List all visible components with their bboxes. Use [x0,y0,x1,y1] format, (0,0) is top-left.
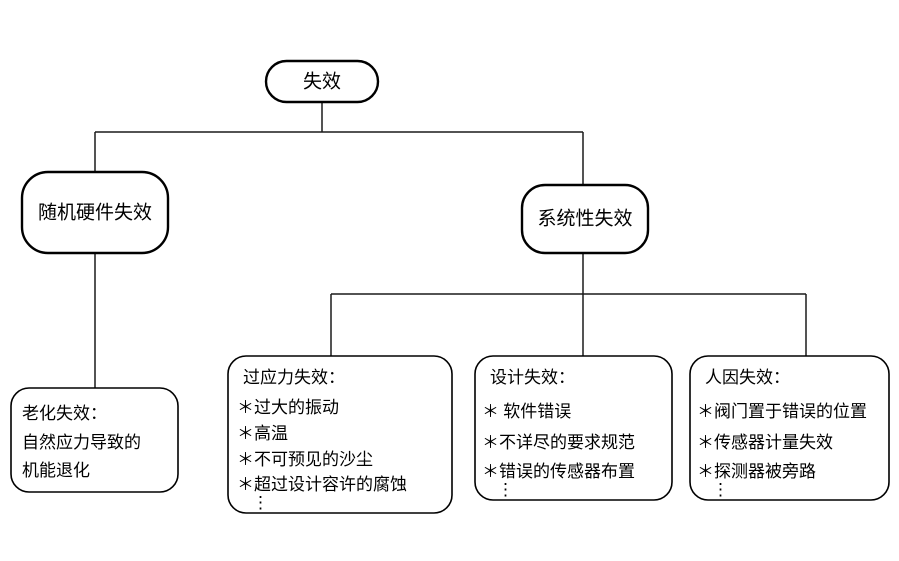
design-failure-shape [474,355,673,501]
overstress-failure-bullet-2: ＊高温 [237,424,288,443]
aging-failure-shape [10,387,179,493]
aging-failure-line-2: 机能退化 [22,461,90,480]
human-factor-failure-bullet-2: ＊传感器计量失效 [697,433,833,452]
design-failure-bullet-3: ＊错误的传感器布置 [482,462,635,481]
root-failure-label: 失效 [303,70,341,92]
overstress-failure-bullet-1: ＊过大的振动 [237,398,339,417]
overstress-failure-shape [227,355,453,514]
overstress-failure-heading: 过应力失效： [243,368,345,387]
aging-failure-line-1: 自然应力导致的 [22,433,141,452]
design-failure-ellipsis: ⋮ [497,480,514,499]
random-hardware-failure-label: 随机硬件失效 [38,201,152,223]
overstress-failure-bullet-4: ＊超过设计容许的腐蚀 [237,475,407,494]
root-failure-shape [264,59,380,104]
node-design-failure[interactable]: 设计失效： ＊ 软件错误 ＊不详尽的要求规范 ＊错误的传感器布置 ⋮ [474,355,673,501]
node-random-hardware-failure[interactable]: 随机硬件失效 [20,170,170,255]
node-overstress-failure[interactable]: 过应力失效： ＊过大的振动 ＊高温 ＊不可预见的沙尘 ＊超过设计容许的腐蚀 ⋮ [227,355,453,514]
node-aging-failure[interactable]: 老化失效： 自然应力导致的 机能退化 [10,387,179,493]
node-human-factor-failure[interactable]: 人因失效： ＊阀门置于错误的位置 ＊传感器计量失效 ＊探测器被旁路 ⋮ [689,355,890,501]
design-failure-bullet-2: ＊不详尽的要求规范 [482,433,635,452]
overstress-failure-ellipsis: ⋮ [252,493,269,512]
systematic-failure-label: 系统性失效 [537,207,632,229]
human-factor-failure-heading: 人因失效： [705,368,790,387]
aging-failure-heading: 老化失效： [22,404,107,423]
random-hardware-failure-shape [20,170,170,255]
design-failure-bullet-1: ＊ 软件错误 [482,402,571,421]
human-factor-failure-shape [689,355,890,501]
overstress-failure-bullet-3: ＊不可预见的沙尘 [237,450,373,469]
connector-group [94,102,807,388]
systematic-failure-shape [520,183,650,255]
node-root-failure[interactable]: 失效 [264,59,380,104]
human-factor-failure-bullet-1: ＊阀门置于错误的位置 [697,402,867,421]
node-systematic-failure[interactable]: 系统性失效 [520,183,650,255]
human-factor-failure-ellipsis: ⋮ [712,480,729,499]
design-failure-heading: 设计失效： [490,368,575,387]
human-factor-failure-bullet-3: ＊探测器被旁路 [697,462,816,481]
